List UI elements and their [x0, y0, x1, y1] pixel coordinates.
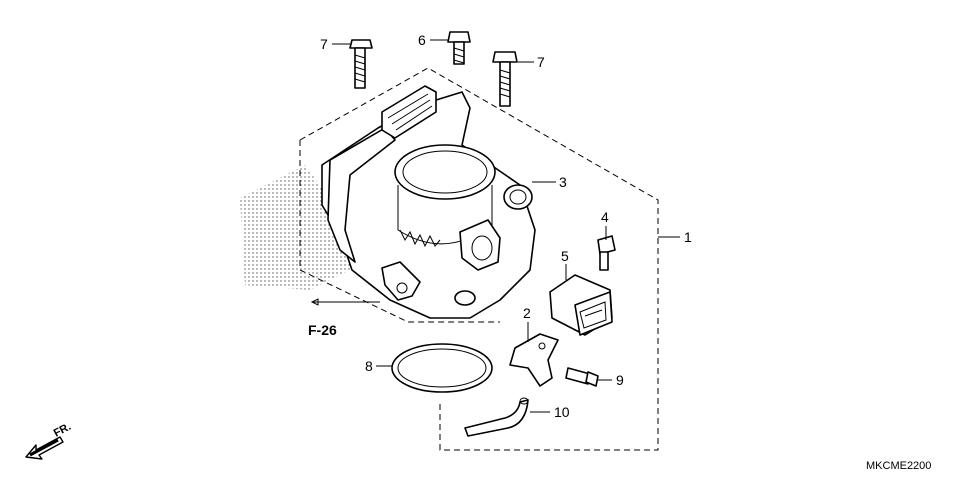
callout-3: 3: [559, 174, 567, 190]
callout-5: 5: [561, 248, 569, 264]
callout-10: 10: [554, 404, 570, 420]
callout-9: 9: [616, 372, 624, 388]
screw-4: [597, 235, 616, 271]
callout-1: 1: [684, 229, 692, 245]
callout-8: 8: [365, 358, 373, 374]
direction-label: FR.: [52, 421, 73, 440]
leader-f26-arrow: [310, 298, 319, 306]
front-direction-arrow: [25, 436, 64, 460]
assembly-boundary: [299, 67, 659, 451]
throttle-body: [321, 85, 536, 319]
o-ring-8: [391, 343, 493, 393]
screw-9: [565, 367, 599, 387]
hose-10: [464, 397, 529, 437]
callout-2: 2: [523, 305, 531, 321]
bolt-7-right: [492, 51, 518, 107]
callout-7-right: 7: [537, 54, 545, 70]
callout-7-left: 7: [320, 36, 328, 52]
bracket-2: [509, 333, 559, 387]
callout-4: 4: [601, 209, 609, 225]
diagram-code: MKCME2200: [866, 460, 931, 472]
sensor-5: [549, 274, 613, 336]
callout-6: 6: [418, 32, 426, 48]
reference-label: F-26: [308, 322, 337, 338]
bolt-7-left: [349, 39, 373, 89]
bolt-6: [447, 31, 471, 65]
